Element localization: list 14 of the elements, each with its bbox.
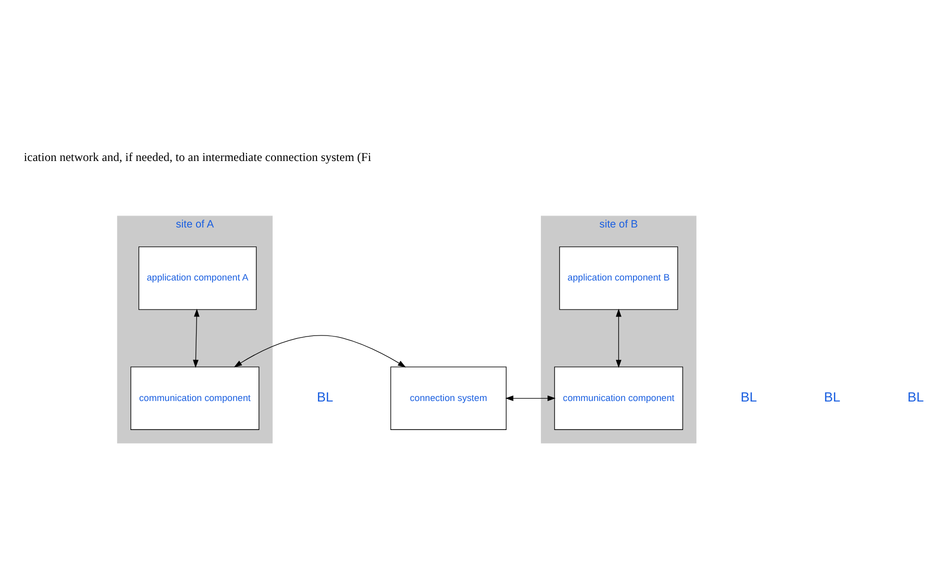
- arrow: [616, 308, 622, 368]
- arrow: [234, 334, 406, 367]
- arrow: [505, 394, 556, 401]
- node-box: communication component: [130, 366, 260, 430]
- node-box: application component A: [138, 246, 257, 310]
- node-box: application component B: [559, 246, 678, 310]
- label: BL: [907, 389, 924, 404]
- arrow: [192, 308, 200, 368]
- label: BL: [316, 389, 334, 404]
- label: BL: [824, 389, 840, 404]
- label: BL: [740, 389, 757, 404]
- node-box: connection system: [390, 366, 507, 430]
- label: ication network and, if needed, to an intermediate connection system (Fi: [24, 149, 372, 164]
- node-box: communication component: [554, 366, 684, 430]
